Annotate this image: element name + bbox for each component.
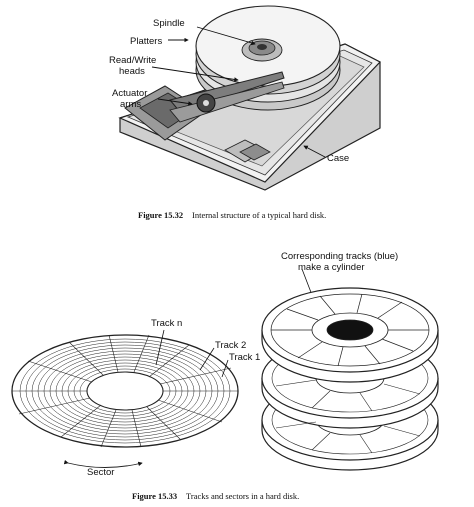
figure-1-leaders	[151, 26, 326, 158]
hard-disk-illustration	[118, 5, 381, 191]
label-case: Case	[327, 153, 349, 164]
label-cylinder-line1: Corresponding tracks (blue)	[281, 251, 398, 262]
label-sector: Sector	[87, 467, 114, 478]
label-actuator-line1: Actuator	[112, 88, 147, 99]
single-platter-tracks	[11, 334, 239, 468]
label-track-n: Track n	[151, 318, 182, 329]
platter-stack-cylinder	[261, 287, 439, 471]
caption-1-text: Internal structure of a typical hard dis…	[192, 210, 326, 220]
label-spindle: Spindle	[153, 18, 185, 29]
figure-2-leaders	[155, 268, 313, 378]
label-track-2: Track 2	[215, 340, 246, 351]
label-track-1: Track 1	[229, 352, 260, 363]
caption-2-text: Tracks and sectors in a hard disk.	[186, 491, 299, 501]
label-read-write-line1: Read/Write	[109, 55, 156, 66]
label-read-write-line2: heads	[119, 66, 145, 77]
caption-2-number: Figure 15.33	[132, 491, 177, 501]
label-platters: Platters	[130, 36, 162, 47]
label-actuator-line2: arms	[120, 99, 141, 110]
caption-1-number: Figure 15.32	[138, 210, 183, 220]
label-cylinder-line2: make a cylinder	[298, 262, 365, 273]
